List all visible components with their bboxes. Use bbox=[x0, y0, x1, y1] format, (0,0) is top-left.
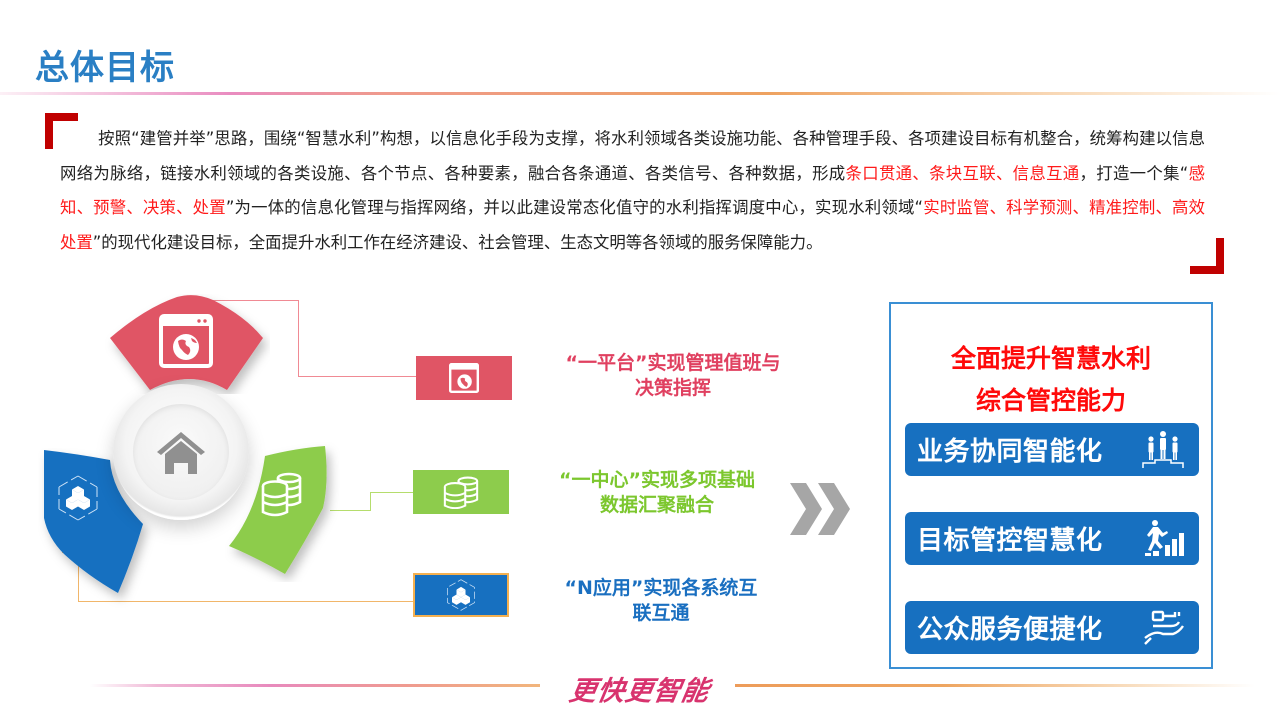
goal-item-target-control: 目标管控智慧化 bbox=[905, 512, 1199, 565]
intro-highlight: 条口贯通、条块互联、信息互通 bbox=[845, 163, 1080, 183]
label-line: “N应用”实现各系统互 bbox=[564, 577, 758, 599]
connector-line bbox=[78, 601, 416, 602]
apps-icon-box bbox=[413, 573, 509, 617]
title-underline bbox=[0, 92, 1280, 95]
connector-line bbox=[78, 552, 79, 601]
home-icon bbox=[157, 432, 205, 474]
goal-label: 目标管控智慧化 bbox=[917, 526, 1103, 556]
intro-paragraph: 按照“建管并举”思路，围绕“智慧水利”构想，以信息化手段为支撑，将水利领域各类设… bbox=[60, 122, 1205, 260]
connector-line bbox=[330, 510, 371, 511]
cubes-hexagon-icon bbox=[58, 475, 98, 521]
data-center-icon-box bbox=[413, 470, 509, 514]
bracket-top-left bbox=[45, 113, 78, 149]
connector-line bbox=[298, 376, 418, 377]
bracket-bottom-right bbox=[1190, 238, 1224, 274]
footer-slogan: 更快更智能 bbox=[566, 676, 713, 707]
database-coins-icon bbox=[261, 472, 302, 517]
intro-highlight: 感知、预警、决策、处置 bbox=[60, 163, 1206, 218]
platform-label: “一平台”实现管理值班与 决策指挥 bbox=[528, 351, 818, 401]
goals-title: 全面提升智慧水利 综合管控能力 bbox=[891, 338, 1211, 422]
goal-item-public-service: 公众服务便捷化 bbox=[905, 601, 1199, 654]
label-line: 数据汇聚融合 bbox=[599, 494, 714, 516]
database-coins-icon bbox=[443, 476, 479, 509]
goals-title-line: 综合管控能力 bbox=[975, 386, 1126, 415]
footer-line-left bbox=[90, 684, 540, 687]
petal-blue bbox=[44, 450, 143, 593]
data-center-label: “一中心”实现多项基础 数据汇聚融合 bbox=[512, 468, 802, 518]
petal-red bbox=[110, 295, 263, 390]
platform-diagram bbox=[0, 290, 420, 610]
center-hub bbox=[113, 384, 249, 520]
goal-label: 业务协同智能化 bbox=[917, 437, 1103, 467]
label-line: 联互通 bbox=[632, 602, 690, 624]
intro-text: ”的现代化建设目标，全面提升水利工作在经济建设、社会管理、生态文明等各领域的服务… bbox=[92, 232, 823, 252]
connector-line bbox=[370, 492, 371, 510]
intro-text: ，打造一个集“ bbox=[1079, 163, 1189, 183]
label-line: “一平台”实现管理值班与 bbox=[565, 352, 781, 374]
footer-line-right bbox=[735, 684, 1255, 687]
web-globe-icon bbox=[159, 314, 213, 368]
label-line: “一中心”实现多项基础 bbox=[559, 469, 755, 491]
intro-highlight: 实时监管、科学预测、精准控制、高效处置 bbox=[60, 198, 1206, 252]
label-line: 决策指挥 bbox=[634, 377, 711, 399]
connector-line bbox=[212, 300, 299, 301]
team-podium-icon bbox=[1142, 430, 1184, 468]
intro-text: ”为一体的信息化管理与指挥网络，并以此建设常态化值守的水利指挥调度中心，实现水利… bbox=[225, 198, 924, 217]
connector-line bbox=[370, 492, 415, 493]
double-chevron-right-icon bbox=[790, 483, 850, 535]
climbing-bars-icon bbox=[1145, 519, 1184, 556]
hand-service-icon bbox=[1144, 610, 1184, 645]
apps-label: “N应用”实现各系统互 联互通 bbox=[516, 576, 806, 626]
goal-label: 公众服务便捷化 bbox=[917, 615, 1103, 645]
cubes-hexagon-icon bbox=[447, 579, 475, 611]
page-title: 总体目标 bbox=[35, 48, 175, 88]
goal-item-business-collaboration: 业务协同智能化 bbox=[905, 423, 1199, 476]
intro-text: 按照“建管并举”思路，围绕“智慧水利”构想，以信息化手段为支撑，将水利领域各类设… bbox=[60, 129, 1205, 183]
goals-panel: 全面提升智慧水利 综合管控能力 业务协同智能化 目标管控智慧化 公众服务便捷化 bbox=[889, 302, 1213, 669]
petal-green bbox=[229, 446, 327, 574]
platform-icon-box bbox=[416, 356, 512, 400]
goals-title-line: 全面提升智慧水利 bbox=[950, 344, 1151, 373]
web-globe-icon bbox=[449, 363, 479, 393]
connector-line bbox=[298, 300, 299, 376]
